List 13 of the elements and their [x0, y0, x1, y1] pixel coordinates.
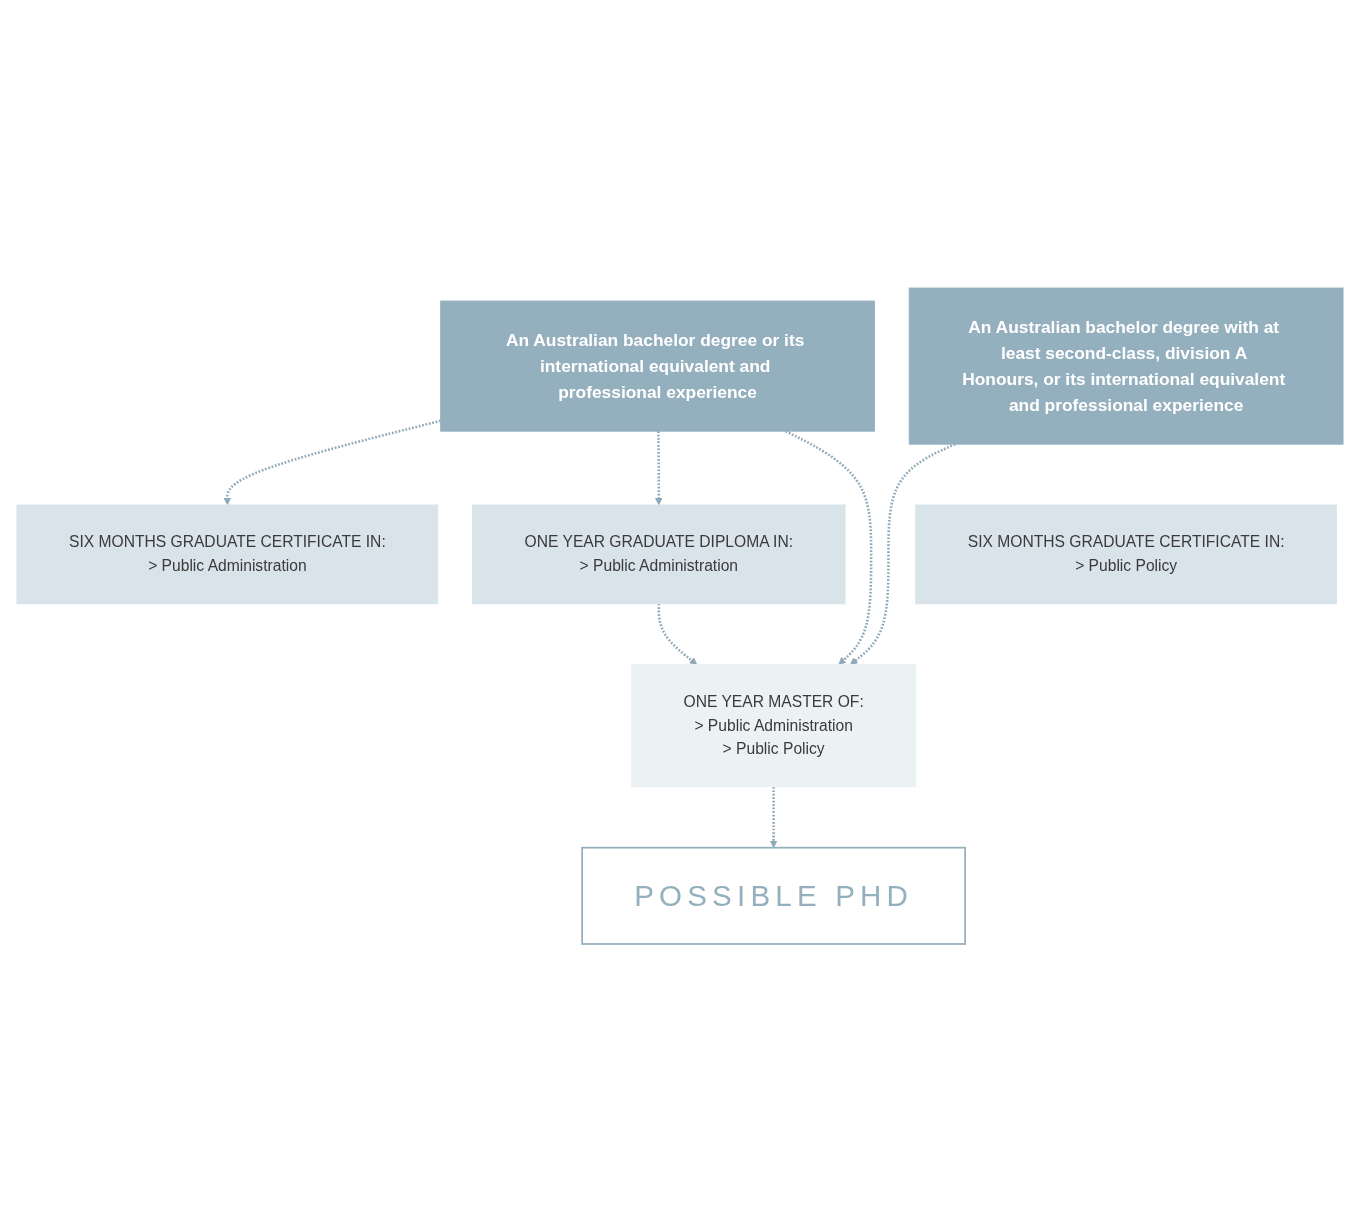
node-box: An Australian bachelor degree or its international equivalent and professional experience — [440, 300, 875, 432]
arrow — [657, 603, 698, 665]
arrow — [785, 430, 873, 665]
arrow — [655, 431, 663, 506]
node-box: ONE YEAR GRADUATE DIPLOMA IN: > Public Administration — [472, 504, 846, 605]
node-box: POSSIBLE PHD — [581, 846, 966, 945]
arrow — [769, 786, 778, 848]
node-box: SIX MONTHS GRADUATE CERTIFICATE IN: > Public Administration — [16, 504, 439, 605]
node-box: ONE YEAR MASTER OF: > Public Administration > Public Policy — [631, 664, 917, 788]
arrow — [850, 443, 956, 665]
arrow — [223, 419, 441, 506]
node-box: An Australian bachelor degree with at least second-class, division A Honours, or its international equivalent and professional experience — [908, 287, 1344, 445]
node-box: SIX MONTHS GRADUATE CERTIFICATE IN: > Public Policy — [915, 504, 1337, 605]
